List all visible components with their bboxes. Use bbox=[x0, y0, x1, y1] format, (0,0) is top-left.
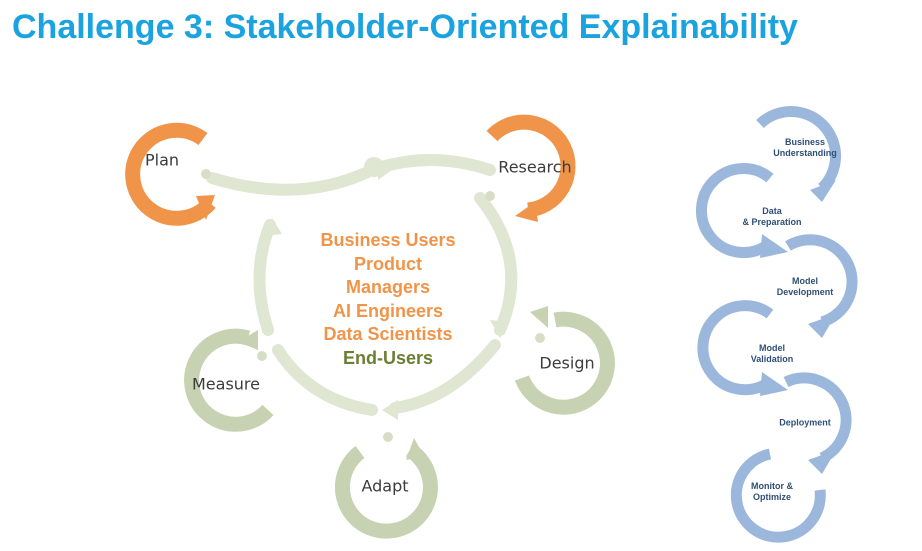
node-plan bbox=[125, 122, 216, 226]
stakeholder-data-scientists: Data Scientists bbox=[323, 324, 453, 345]
arc-measure-to-plan bbox=[253, 219, 276, 336]
node-measure bbox=[184, 328, 274, 432]
node-label-design: Design bbox=[539, 353, 595, 373]
step-label-monitor-optimize: Monitor & Optimize bbox=[751, 481, 793, 502]
arc-plan-to-research bbox=[206, 154, 496, 196]
node-label-research: Research bbox=[498, 157, 572, 177]
lifecycle-ring-4 bbox=[697, 300, 788, 396]
stakeholder-product: Product bbox=[353, 253, 422, 274]
node-dot-adapt bbox=[383, 432, 393, 442]
node-label-plan: Plan bbox=[144, 150, 180, 170]
lifecycle-chain bbox=[695, 105, 858, 543]
lifecycle-ring-3 bbox=[785, 234, 858, 338]
step-label-data-preparation: Data & Preparation bbox=[742, 206, 802, 227]
stakeholder-end-users: End-Users bbox=[342, 347, 434, 368]
arc-design-to-adapt bbox=[389, 339, 501, 414]
lifecycle-ring-6 bbox=[730, 448, 826, 543]
step-label-model-validation: Model Validation bbox=[750, 343, 794, 364]
stakeholder-ai-engineers: AI Engineers bbox=[332, 300, 444, 321]
step-label-business-understanding: Business Understanding bbox=[773, 137, 837, 158]
node-dot-top bbox=[364, 157, 384, 177]
node-label-adapt: Adapt bbox=[361, 476, 409, 496]
step-label-model-development: Model Development bbox=[776, 276, 834, 297]
node-dot-measure bbox=[257, 351, 267, 361]
node-dot-research bbox=[485, 191, 495, 201]
node-research bbox=[486, 114, 576, 222]
arc-adapt-to-measure bbox=[272, 344, 378, 416]
arrowhead-bottom bbox=[382, 400, 398, 420]
slide-title: Challenge 3: Stakeholder-Oriented Explai… bbox=[12, 8, 798, 46]
lifecycle-ring-5 bbox=[783, 372, 852, 474]
lifecycle-ring-1 bbox=[756, 105, 842, 202]
node-dot-design bbox=[535, 333, 545, 343]
lifecycle-ring-2 bbox=[695, 163, 788, 258]
stakeholder-business-users: Business Users bbox=[320, 230, 456, 250]
arrowhead-left bbox=[262, 218, 282, 236]
node-design bbox=[514, 306, 615, 415]
node-label-measure: Measure bbox=[192, 374, 260, 394]
step-label-deployment: Deployment bbox=[779, 417, 831, 428]
node-adapt bbox=[335, 438, 438, 539]
stakeholder-list: Business Users Product Managers AI Engin… bbox=[298, 229, 478, 371]
central-cycle bbox=[201, 154, 545, 442]
arc-research-to-design bbox=[474, 192, 518, 336]
arrowhead-right bbox=[490, 320, 510, 338]
stakeholder-managers: Managers bbox=[345, 277, 431, 298]
node-dot-plan bbox=[201, 169, 211, 179]
